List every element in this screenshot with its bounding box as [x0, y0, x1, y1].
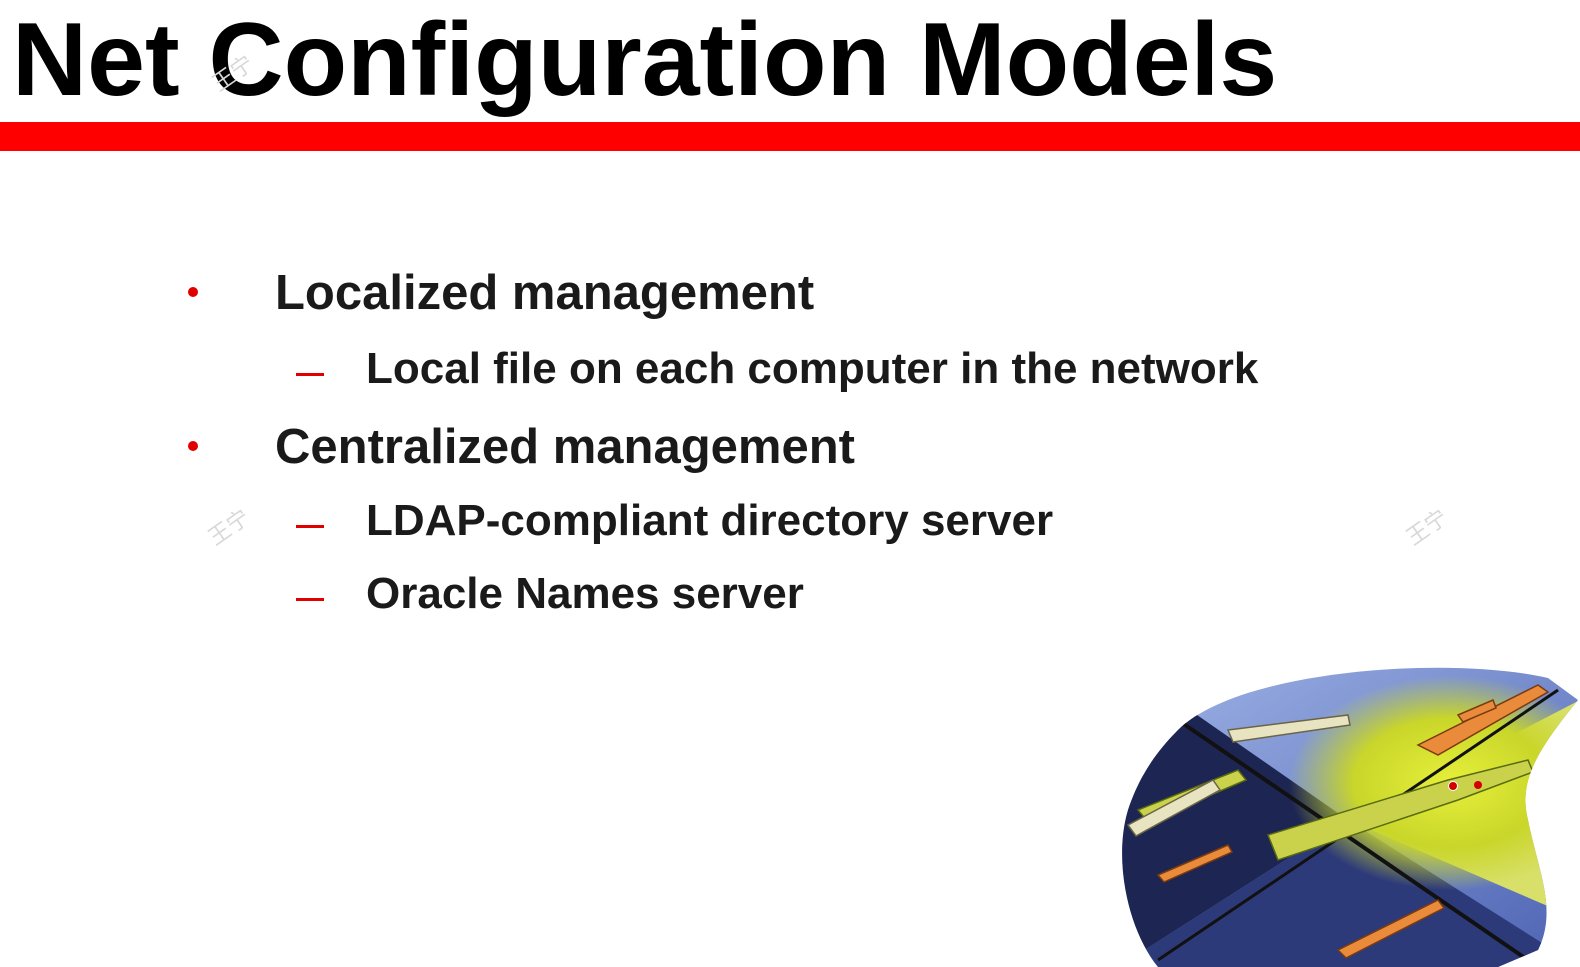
bullet-localized-management: Localized management [275, 266, 815, 320]
bullet-centralized-management: Centralized management [275, 420, 855, 474]
bullet-marker [188, 441, 198, 451]
subbullet-ldap-server: LDAP-compliant directory server [366, 496, 1054, 545]
flying-figures-illustration-icon [1122, 667, 1579, 967]
subbullet-marker [296, 525, 324, 528]
subbullet-marker [296, 598, 324, 601]
subbullet-oracle-names-server: Oracle Names server [366, 569, 804, 618]
title-underline [0, 122, 1580, 151]
bullet-marker [188, 287, 198, 297]
subbullet-local-file: Local file on each computer in the netwo… [366, 344, 1259, 393]
subbullet-marker [296, 373, 324, 376]
pointer-indicator [1448, 781, 1458, 791]
slide-title: Net Configuration Models [12, 2, 1278, 118]
